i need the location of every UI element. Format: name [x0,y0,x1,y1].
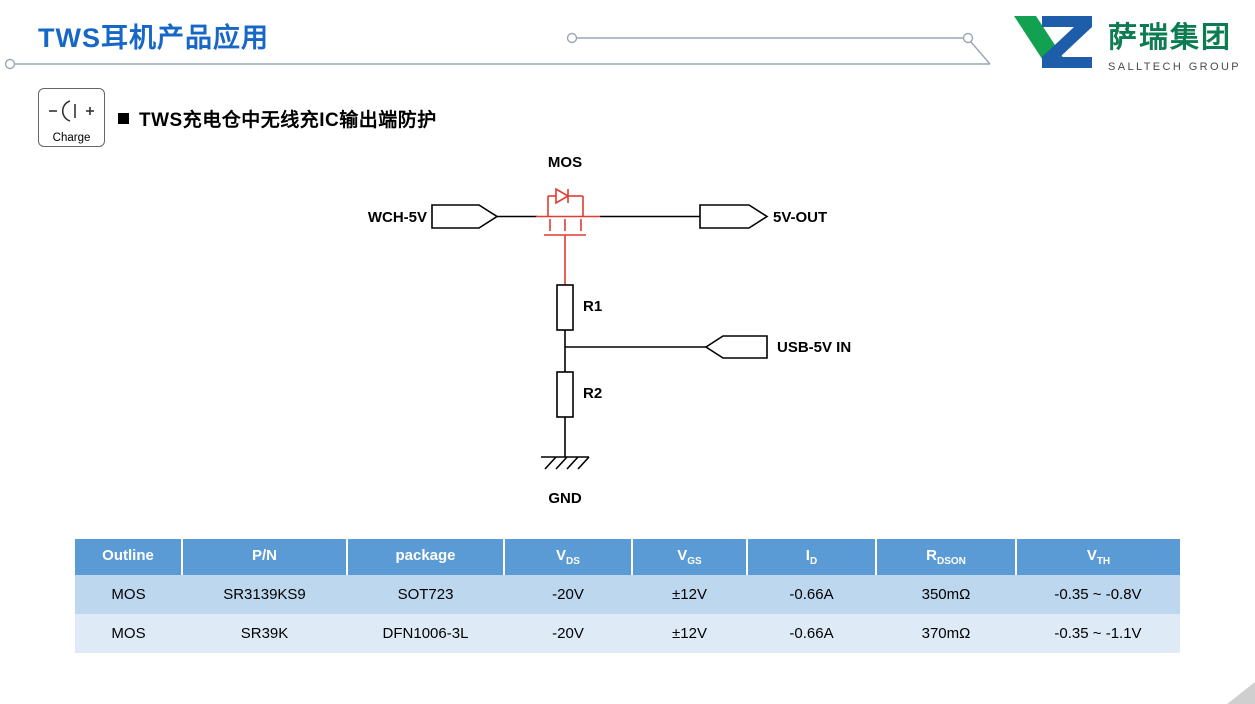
table-cell: 370mΩ [876,614,1016,653]
deco-ring-icon [566,32,578,44]
table-header-row: Outline P/N package VDS VGS ID RDSON VTH [75,539,1180,575]
resistor-r1 [556,284,574,331]
col-header-vds: VDS [503,539,632,575]
gnd-label: GND [548,490,582,507]
company-logo: 萨瑞集团 SALLTECH GROUP [1012,14,1241,73]
section-heading: TWS充电仓中无线充IC输出端防护 [118,105,437,132]
mosfet-symbol [536,187,600,285]
corner-fold-decoration [1227,682,1255,704]
col-header-vth: VTH [1015,539,1180,575]
table-cell: 350mΩ [876,575,1016,614]
charge-label: Charge [52,132,91,144]
logo-group-name: SALLTECH GROUP [1108,61,1242,73]
table-cell: -0.35 ~ -1.1V [1016,614,1180,653]
col-header-id: ID [746,539,876,575]
table-cell: -0.66A [747,614,876,653]
col-header-package: package [346,539,504,575]
page-title: TWS耳机产品应用 [38,23,269,53]
table-cell: ±12V [632,614,747,653]
spec-table: Outline P/N package VDS VGS ID RDSON VTH… [75,539,1180,653]
deco-ring-icon [962,32,974,44]
table-cell: MOS [75,575,182,614]
r2-label: R2 [583,385,602,402]
section-heading-text: TWS充电仓中无线充IC输出端防护 [139,110,437,131]
battery-charge-icon [48,100,94,122]
col-header-pn: P/N [181,539,347,575]
usb-5v-in-label: USB-5V IN [777,339,851,356]
usb-input-arrow [704,335,768,359]
ground-symbol [541,456,590,470]
input-arrow [431,204,499,229]
table-cell: -20V [504,614,632,653]
table-row: MOS SR39K DFN1006-3L -20V ±12V -0.66A 37… [75,614,1180,653]
logo-company-name: 萨瑞集团 [1108,22,1233,54]
body-diode-icon [555,187,570,205]
table-cell: SOT723 [347,575,504,614]
output-arrow [699,204,769,229]
table-cell: ±12V [632,575,747,614]
table-cell: -0.35 ~ -0.8V [1016,575,1180,614]
col-header-vgs: VGS [631,539,747,575]
table-cell: SR39K [182,614,347,653]
wch-5v-label: WCH-5V [368,209,427,226]
5v-out-label: 5V-OUT [773,209,827,226]
charge-icon-box: Charge [38,88,105,147]
logo-text-block: 萨瑞集团 SALLTECH GROUP [1108,14,1241,73]
col-header-outline: Outline [75,539,182,575]
col-header-rdson: RDSON [875,539,1016,575]
header-decoration-lines [4,32,991,70]
bullet-square-icon [118,113,129,124]
table-row: MOS SR3139KS9 SOT723 -20V ±12V -0.66A 35… [75,575,1180,614]
mos-label: MOS [548,154,582,171]
table-cell: SR3139KS9 [182,575,347,614]
table-cell: MOS [75,614,182,653]
deco-ring-icon [4,58,16,70]
table-cell: -20V [504,575,632,614]
table-cell: -0.66A [747,575,876,614]
r1-label: R1 [583,298,602,315]
logo-mark-icon [1014,16,1092,68]
resistor-r2 [556,371,574,418]
circuit-diagram: MOS WCH-5V 5V-OUT R1 USB-5V IN R2 [368,154,851,507]
table-cell: DFN1006-3L [347,614,504,653]
